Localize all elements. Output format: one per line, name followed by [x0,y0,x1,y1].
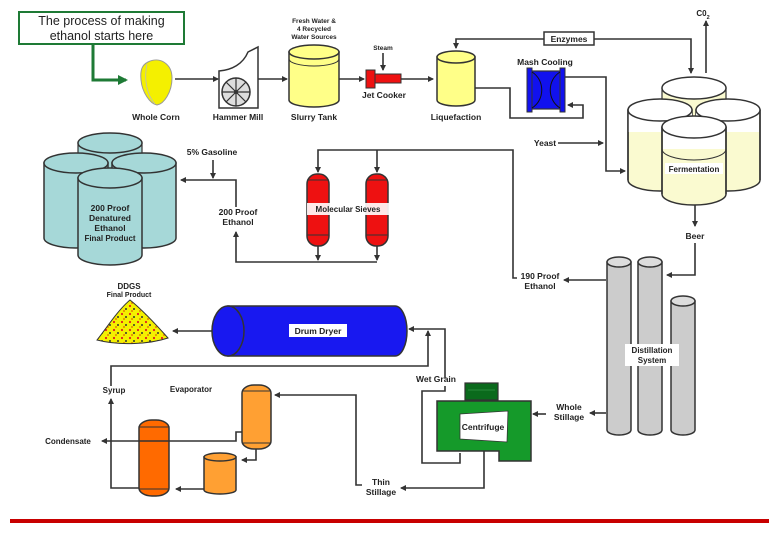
centrifuge-icon [436,382,532,462]
water-sources-line-3: Water Sources [291,34,337,41]
flow-enzymes-to-fermentation [594,38,694,74]
flow-centrifuge-thin-stillage [400,451,485,491]
callout-line-1: The process of making [38,14,165,28]
centrifuge-label: Centrifuge [462,422,505,432]
flow-200-proof-to-storage [180,177,237,207]
drum-dryer-icon [211,305,408,357]
callout-line-2: ethanol starts here [49,29,154,43]
callout-arrow [91,43,128,85]
slurry-tank-label: Slurry Tank [291,112,337,122]
water-sources-line-2: 4 Recycled [297,26,331,33]
flow-liquefaction-to-mash-cooling [475,87,584,119]
flow-sieves-to-200-proof [233,231,377,263]
final-ethanol-line-2: Denatured [89,213,131,223]
beer-label: Beer [686,231,706,241]
flow-syrup-to-dryer [110,330,431,386]
slurry-tank-icon [288,44,340,108]
hammer-mill-label: Hammer Mill [213,112,264,122]
gasoline-label: 5% Gasoline [187,147,238,157]
flow-syrup-out [108,398,139,489]
flow-beer-to-distillation [666,243,696,278]
whole-corn-icon [140,59,173,106]
water-sources-line-1: Fresh Water & [292,18,336,25]
co2-label: C02 [696,9,709,21]
distillation-label-line-1: Distillation [632,346,673,355]
distillation-columns-icon [606,256,696,436]
drum-dryer-label: Drum Dryer [295,326,342,336]
wet-grain-label: Wet Grain [416,374,456,384]
mash-cooling-exchanger-icon [526,67,566,113]
jet-cooker-icon [365,69,402,89]
start-callout: The process of making ethanol starts her… [18,11,185,45]
ddgs-label-line-1: DDGS [117,282,141,291]
mash-cooling-label: Mash Cooling [517,57,573,67]
final-ethanol-line-1: 200 Proof [91,203,130,213]
proof-200-line-1: 200 Proof [219,207,258,217]
fermentation-tanks-icon [627,76,761,206]
footer-red-rule [10,519,769,523]
fermentation-label: Fermentation [669,165,720,174]
whole-corn-label: Whole Corn [132,112,180,122]
ethanol-storage-tanks-icon [43,132,177,266]
proof-190-line-1: 190 Proof [521,271,560,281]
yeast-label: Yeast [534,138,556,148]
whole-stillage-line-2: Stillage [554,412,585,422]
steam-label: Steam [373,45,393,52]
ddgs-pile-icon [96,299,169,345]
jet-cooker-label: Jet Cooker [362,90,407,100]
flow-mash-to-fermentation [565,76,626,174]
distillation-label-line-2: System [638,356,666,365]
final-ethanol-line-3: Ethanol [94,223,125,233]
thin-stillage-line-2: Stillage [366,487,397,497]
molecular-sieves-icon [306,173,389,247]
proof-200-line-2: Ethanol [222,217,253,227]
flow-thin-stillage-to-evaporator [274,392,362,486]
thin-stillage-line-1: Thin [372,477,390,487]
evaporator-icon [138,384,272,497]
molecular-sieves-label: Molecular Sieves [316,205,381,214]
syrup-label: Syrup [103,386,126,395]
flow-wet-grain-to-dryer [408,326,446,378]
condensate-label: Condensate [45,437,91,446]
flow-evap-to-middle [241,449,257,463]
final-ethanol-line-4: Final Product [84,234,135,243]
liquefaction-label: Liquefaction [431,112,482,122]
whole-stillage-line-1: Whole [556,402,582,412]
enzymes-label: Enzymes [551,34,588,44]
evaporator-label: Evaporator [170,385,212,394]
flow-centrifuge-to-wet-grain [421,386,461,464]
flow-enzymes-to-liquefaction [453,38,544,49]
ddgs-label-line-2: Final Product [107,292,152,299]
proof-190-line-2: Ethanol [524,281,555,291]
flow-190-to-sieve-1 [315,149,517,279]
flow-condensate-out [101,431,242,444]
hammer-mill-icon [218,45,259,109]
liquefaction-tank-icon [436,50,476,107]
